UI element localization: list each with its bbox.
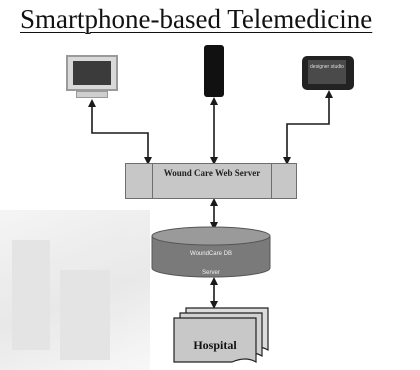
monitor-server-connector xyxy=(88,99,152,165)
smartphone-icon xyxy=(204,45,224,97)
tablet-icon: designer studio xyxy=(302,56,354,90)
tablet-screen-text: designer studio xyxy=(308,60,346,84)
hospital-document-stack xyxy=(173,307,269,364)
db-server-label: WoundCare DB Server xyxy=(152,245,270,283)
background-watermark xyxy=(0,210,150,370)
desktop-monitor-icon xyxy=(66,55,118,99)
tablet-server-connector xyxy=(283,90,333,165)
db-label-line1: WoundCare DB xyxy=(190,251,232,257)
diagram-title: Smartphone-based Telemedicine xyxy=(20,4,373,34)
web-server-box: Wound Care Web Server xyxy=(125,163,297,199)
hospital-label: Hospital xyxy=(193,338,237,352)
database-cylinder xyxy=(151,226,271,278)
web-server-label: Wound Care Web Server xyxy=(163,168,261,178)
db-label-line2: Server xyxy=(202,270,220,276)
